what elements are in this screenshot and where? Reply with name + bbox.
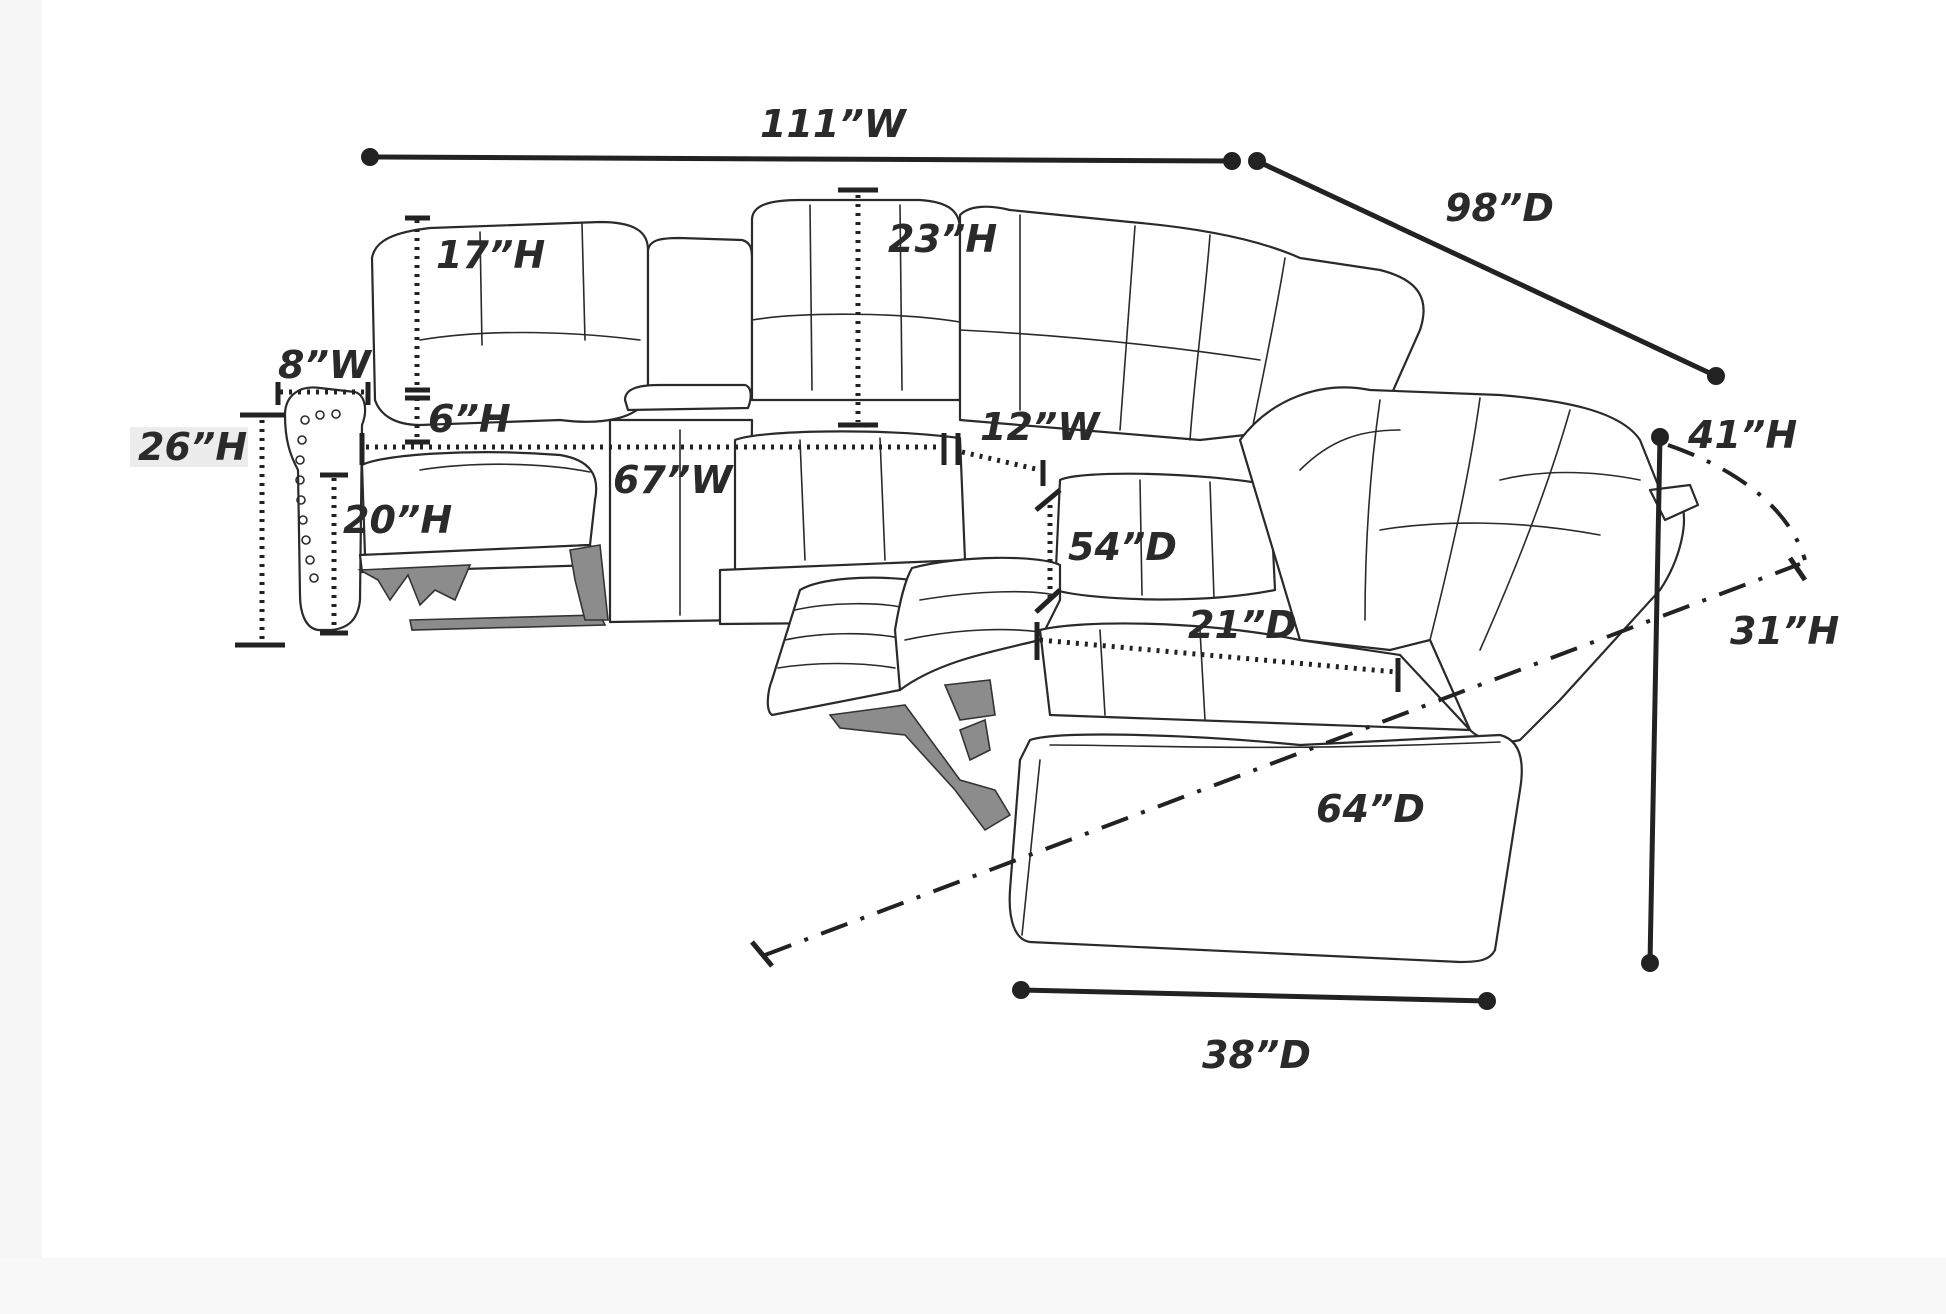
- dimension-lines: [235, 148, 1808, 1010]
- label-arm-above-seat: 6”H: [428, 397, 511, 441]
- label-chaise-depth: 38”D: [1202, 1033, 1311, 1077]
- corner-recliner-seat: [893, 556, 1062, 692]
- label-reclined-depth-mid: 54”D: [1068, 525, 1177, 569]
- right-chaise-body: [1008, 733, 1523, 964]
- middle-seat-cushion: [733, 430, 967, 579]
- left-recliner-seat: [360, 451, 598, 557]
- label-26h-background: [130, 427, 248, 467]
- console-top: [623, 383, 752, 412]
- label-arm-height: 26”H: [138, 425, 247, 469]
- bottom-margin-strip: [0, 1258, 1946, 1314]
- label-total-height: 41”H: [1687, 413, 1797, 457]
- label-reclined-depth-full: 64”D: [1316, 787, 1425, 831]
- left-arm: [283, 386, 367, 632]
- label-seat-height: 20”H: [343, 498, 452, 542]
- label-seat-depth: 21”D: [1188, 603, 1297, 647]
- sofa-illustration: [283, 198, 1700, 964]
- right-chaise-seat: [1038, 622, 1472, 732]
- nailhead-trim: [295, 409, 341, 583]
- label-back-height-left: 17”H: [436, 233, 545, 277]
- corner-recline-mechanism: [828, 704, 1012, 832]
- label-console-back-height: 23”H: [888, 217, 997, 261]
- label-overall-width: 111”W: [760, 102, 908, 146]
- corner-wedge-back: [958, 205, 1425, 442]
- label-overall-depth: 98”D: [1445, 186, 1554, 230]
- label-wedge-width: 12”W: [980, 405, 1101, 449]
- dimension-labels: 111”W 98”D 17”H 23”H 8”W 6”H 26”H 12”W 6…: [130, 102, 1839, 1077]
- left-recline-mechanism: [357, 564, 472, 607]
- label-arm-width: 8”W: [278, 343, 373, 387]
- label-seat-width-run: 67”W: [613, 458, 734, 502]
- label-back-rise: 31”H: [1730, 609, 1839, 653]
- console-back: [646, 236, 754, 397]
- corner-seat-cushion: [1053, 472, 1277, 601]
- left-margin-strip: [0, 0, 42, 1314]
